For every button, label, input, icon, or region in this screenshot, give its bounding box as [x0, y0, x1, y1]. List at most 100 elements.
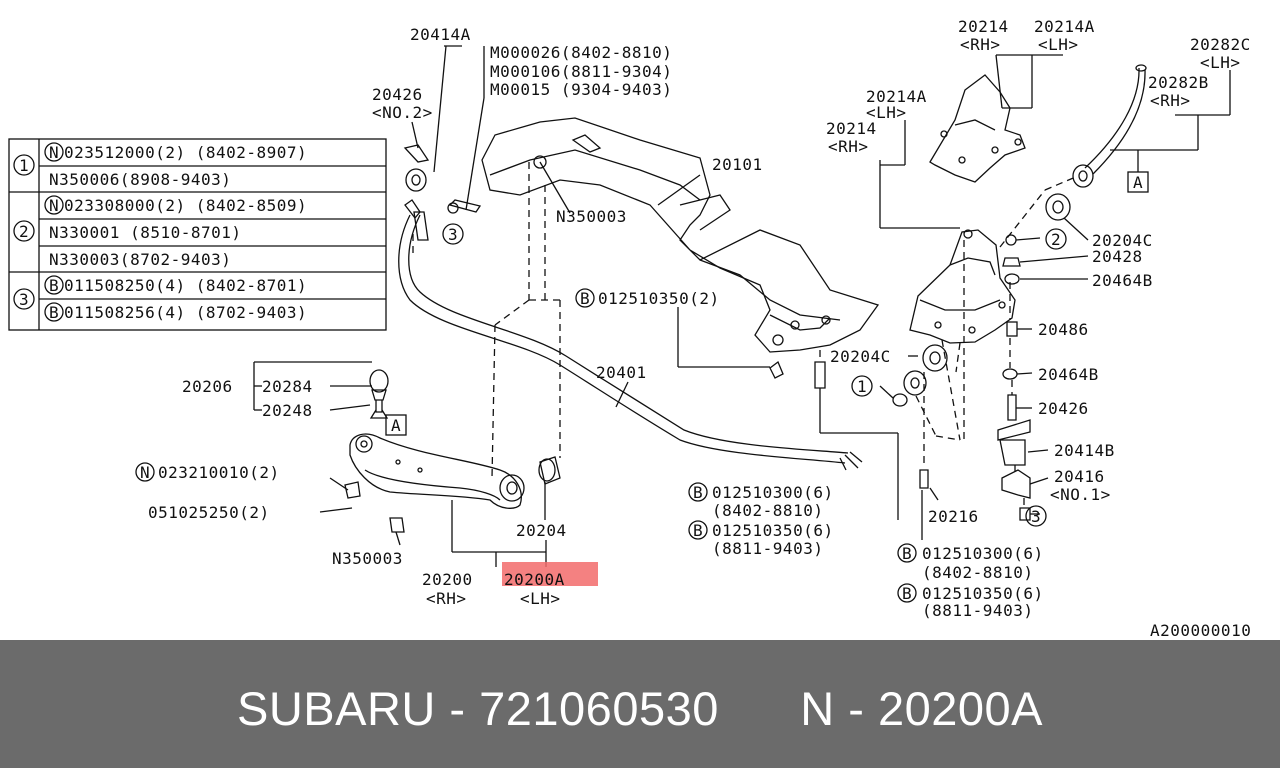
parts-diagram: 1 2 3 N 023512000(2) (8402-8907) N350006… — [8, 17, 1251, 640]
legend-table-frame — [8, 138, 387, 331]
diagram-labels: 20414A M000026(8402-8810) M000106(8811-9… — [140, 17, 1251, 640]
label-no2: <NO.2> — [372, 103, 433, 122]
footer-title: SUBARU - 721060530 N - 20200A — [0, 640, 1280, 768]
footer-bar: SUBARU - 721060530 N - 20200A — [0, 640, 1280, 768]
separator: - — [834, 682, 878, 735]
bracket-20214A — [929, 74, 1026, 183]
ref-a-right: A — [1133, 173, 1143, 192]
ref-a-left: A — [391, 416, 401, 435]
label-no1: <NO.1> — [1050, 485, 1111, 504]
label-m000026: M000026(8402-8810) — [490, 43, 672, 62]
label-range-8811-right: (8811-9403) — [922, 601, 1033, 620]
label-051025250: 051025250(2) — [148, 503, 270, 522]
label-20284: 20284 — [262, 377, 313, 396]
label-20426-right: 20426 — [1038, 399, 1089, 418]
label-20214-mid: 20214 — [826, 119, 877, 138]
crossmember-20101 — [481, 117, 880, 353]
mark-b-text: B — [693, 483, 703, 502]
mark-b-text: B — [902, 584, 912, 603]
label-20214-rh-top: <RH> — [960, 35, 1001, 54]
bracket-20214 — [909, 229, 1016, 344]
legend-mark-n: N — [49, 196, 59, 215]
stabilizer-bar-20401 — [398, 199, 863, 471]
ball-joint-20206 — [369, 369, 389, 419]
leader-lines — [253, 45, 1231, 567]
label-20216: 20216 — [928, 507, 979, 526]
label-20464B-mid: 20464B — [1038, 365, 1099, 384]
label-n350003-top: N350003 — [556, 207, 627, 226]
control-arm-20200 — [349, 433, 561, 509]
legend-row-2b: N330001 (8510-8701) — [49, 223, 242, 242]
label-20416: 20416 — [1054, 467, 1105, 486]
label-n350003-bot: N350003 — [332, 549, 403, 568]
legend-row-2a: 023308000(2) (8402-8509) — [64, 196, 307, 215]
label-20200-rh: <RH> — [426, 589, 467, 608]
legend-row-3b: 011508256(4) (8702-9403) — [64, 303, 307, 322]
label-n023210010: 023210010(2) — [158, 463, 280, 482]
label-m00015: M00015 (9304-9403) — [490, 80, 672, 99]
label-b012510350-top: 012510350(2) — [598, 289, 720, 308]
legend-row-1b: N350006(8908-9403) — [49, 170, 231, 189]
label-20200: 20200 — [422, 570, 473, 589]
label-20486: 20486 — [1038, 320, 1089, 339]
callout-3-text: 3 — [448, 225, 458, 244]
legend-mark-n: N — [49, 143, 59, 162]
bushings-right — [344, 144, 1071, 533]
separator: - — [435, 682, 480, 735]
label-range-8811-mid: (8811-9403) — [712, 539, 823, 558]
label-20214-rh-mid: <RH> — [828, 137, 869, 156]
callout-1-text: 1 — [857, 377, 867, 396]
label-20214A-lh-top: <LH> — [1038, 35, 1079, 54]
legend-num-1: 1 — [19, 156, 29, 175]
callout-shapes — [135, 171, 1149, 603]
diagram-drawing: 1 2 3 N 023512000(2) (8402-8907) N350006… — [8, 17, 1251, 640]
label-20414B: 20414B — [1054, 441, 1115, 460]
diagram-code: A200000010 — [1150, 621, 1251, 640]
legend-mark-b: B — [49, 303, 59, 322]
mark-b-text: B — [902, 544, 912, 563]
label-20464B-top: 20464B — [1092, 271, 1153, 290]
highlight-20200A — [502, 562, 598, 586]
label-b012510350-mid: 012510350(6) — [712, 521, 834, 540]
callout-2-text: 2 — [1051, 230, 1061, 249]
label-20204C-mid: 20204C — [830, 347, 891, 366]
label-m000106: M000106(8811-9304) — [490, 62, 672, 81]
legend-table-text: 1 2 3 N 023512000(2) (8402-8907) N350006… — [19, 143, 307, 322]
label-20414A-top: 20414A — [410, 25, 471, 44]
label-20204: 20204 — [516, 521, 567, 540]
mark-b-text: B — [580, 289, 590, 308]
label-20428: 20428 — [1092, 247, 1143, 266]
label-range-8402-mid: (8402-8810) — [712, 501, 823, 520]
label-20206: 20206 — [182, 377, 233, 396]
part-number: 721060530 — [479, 682, 719, 735]
label-20200A-lh: <LH> — [520, 589, 561, 608]
mark-b-text: B — [693, 521, 703, 540]
label-20200A: 20200A — [504, 570, 565, 589]
brand-name: SUBARU — [236, 682, 436, 735]
spacer — [719, 682, 800, 735]
label-b012510300-mid: 012510300(6) — [712, 483, 834, 502]
mark-n-text: N — [140, 463, 150, 482]
label-b012510350-right: 012510350(6) — [922, 584, 1044, 603]
label-20204C-right: 20204C — [1092, 231, 1153, 250]
label-20248: 20248 — [262, 401, 313, 420]
label-20282C: 20282C — [1190, 35, 1251, 54]
reference-code: 20200A — [877, 682, 1044, 735]
label-20282B: 20282B — [1148, 73, 1209, 92]
label-b012510300-right: 012510300(6) — [922, 544, 1044, 563]
label-20282C-lh: <LH> — [1200, 53, 1241, 72]
legend-mark-b: B — [49, 276, 59, 295]
stabilizer-link-20282 — [1072, 64, 1147, 188]
legend-row-2c: N330003(8702-9403) — [49, 250, 231, 269]
legend-num-2: 2 — [19, 222, 29, 241]
label-20214A-lh-mid: <LH> — [866, 103, 907, 122]
label-20214A-mid: 20214A — [866, 87, 927, 106]
legend-num-3: 3 — [19, 290, 29, 309]
label-20214A-top: 20214A — [1034, 17, 1095, 36]
label-20426-top: 20426 — [372, 85, 423, 104]
legend-row-1a: 023512000(2) (8402-8907) — [64, 143, 307, 162]
n-label: N — [800, 682, 835, 735]
label-20282B-rh: <RH> — [1150, 91, 1191, 110]
label-range-8402-right: (8402-8810) — [922, 563, 1033, 582]
label-20101: 20101 — [712, 155, 763, 174]
